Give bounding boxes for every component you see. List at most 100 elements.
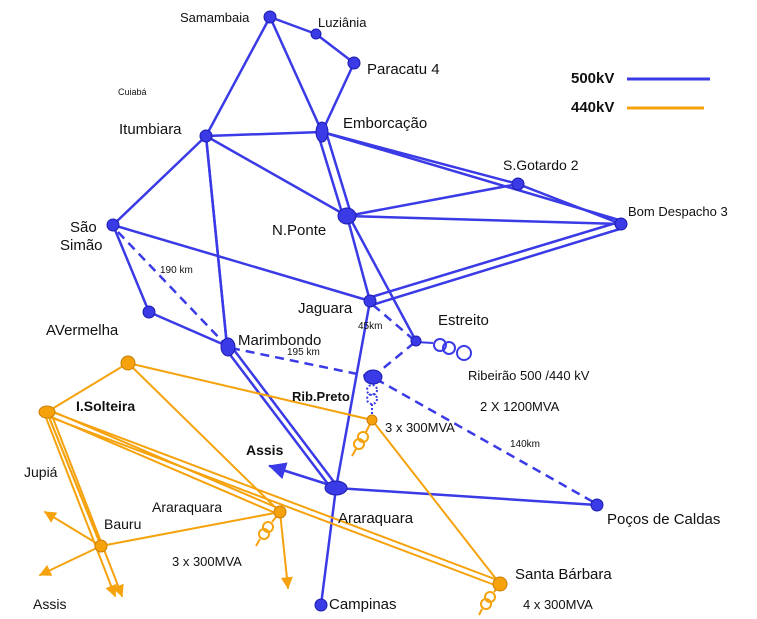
node-araraquara-440[interactable] xyxy=(273,505,287,519)
node-santabarbara[interactable] xyxy=(492,576,508,592)
line-jaguara-araraquara xyxy=(334,299,372,490)
line-avermelha-araraquara440 xyxy=(127,362,281,513)
dashed-ribpreto-pocos xyxy=(375,377,596,505)
line-bauru-jupia-arrow xyxy=(43,511,102,547)
line-itumbiara-saosimao xyxy=(111,134,208,227)
line-avermelha-ribpreto xyxy=(127,362,373,421)
node-isolteira[interactable] xyxy=(38,405,56,419)
legend xyxy=(627,77,710,110)
node-marimbondo[interactable] xyxy=(220,337,236,357)
label-pocos: Poços de Caldas xyxy=(607,511,721,528)
label-cuiaba: Cuiabá xyxy=(118,87,147,97)
label-luziania: Luziânia xyxy=(318,15,367,30)
line-isolteira-south-a xyxy=(44,414,117,598)
line-nponte-bomdespacho xyxy=(345,214,623,226)
line-isolteira-santabarbara-a xyxy=(46,409,501,582)
node-emborcacao[interactable] xyxy=(315,121,329,143)
line-samambaia-emborcacao xyxy=(268,15,324,134)
line-avermelha-marimbondo xyxy=(147,310,229,348)
line-jaguara-bomdespacho-a xyxy=(366,220,621,300)
label-marimbondo: Marimbondo xyxy=(238,332,322,349)
annotation-santabarbara-transformers: 4 x 300MVA xyxy=(523,597,593,612)
line-araraquara-pocos xyxy=(334,486,599,507)
lines-440kv xyxy=(38,362,501,598)
label-ribpreto: Rib.Preto xyxy=(292,389,350,404)
node-bomdespacho[interactable] xyxy=(614,217,628,231)
line-emborcacao-nponte-b xyxy=(324,130,353,216)
label-jupia: Jupiá xyxy=(24,464,58,480)
dashed-saosimao-marimbondo xyxy=(117,231,226,345)
node-paracatu[interactable] xyxy=(347,56,361,70)
line-itumbiara-nponte xyxy=(204,134,349,218)
node-campinas[interactable] xyxy=(314,598,328,612)
label-avermelha: AVermelha xyxy=(46,322,119,339)
transformers-440 xyxy=(255,419,501,616)
transformer-estreito xyxy=(415,338,472,361)
dashed-jaguara-estreito xyxy=(372,304,415,341)
node-pocos[interactable] xyxy=(590,498,604,512)
label-samambaia: Samambaia xyxy=(180,10,250,25)
line-sgotardo-bomdespacho xyxy=(516,182,623,226)
annotation-190km: 190 km xyxy=(160,265,193,276)
line-emborcacao-bomdespacho-a xyxy=(320,130,621,222)
line-jaguara-bomdespacho-b xyxy=(370,226,625,307)
label-estreito: Estreito xyxy=(438,312,489,329)
annotation-195km: 195 km xyxy=(287,347,320,358)
transformer-ribpreto xyxy=(351,419,373,457)
label-sgotardo: S.Gotardo 2 xyxy=(503,157,579,173)
dashed-estreito-ribpreto xyxy=(374,342,415,376)
node-saosimao[interactable] xyxy=(106,218,120,232)
node-jaguara[interactable] xyxy=(363,294,377,308)
transformer-ribpreto-500 xyxy=(366,384,378,414)
line-samambaia-itumbiara xyxy=(204,15,272,138)
nodes-500kv xyxy=(106,10,628,612)
line-isolteira-south-b xyxy=(50,412,124,598)
line-luziania-paracatu xyxy=(314,32,356,65)
node-nponte[interactable] xyxy=(337,207,357,225)
annotation-140km: 140km xyxy=(510,439,541,450)
line-marimbondo-araraquara-b xyxy=(229,344,339,488)
node-samambaia[interactable] xyxy=(263,10,277,24)
line-avermelha-isolteira xyxy=(46,362,129,413)
line-araraquara-assis-arrow xyxy=(268,462,335,488)
label-jaguara: Jaguara xyxy=(298,300,353,317)
label-emborcacao: Emborcação xyxy=(343,115,428,132)
line-araraquara440-down xyxy=(279,511,293,590)
label-bauru: Bauru xyxy=(104,516,142,532)
line-samambaia-luziania xyxy=(268,15,318,36)
label-assis-arrow: Assis xyxy=(246,442,284,458)
node-estreito[interactable] xyxy=(410,335,422,347)
node-luziania[interactable] xyxy=(310,28,322,40)
line-bauru-assis-arrow xyxy=(38,545,102,576)
line-marimbondo-araraquara-a xyxy=(223,346,333,490)
label-campinas: Campinas xyxy=(329,596,397,613)
node-ribpreto-440[interactable] xyxy=(366,414,378,426)
line-itumbiara-marimbondo-b xyxy=(204,134,229,348)
line-paracatu-emborcacao xyxy=(320,61,356,134)
line-nponte-sgotardo xyxy=(345,182,520,218)
annotation-araraquara-transformers: 3 x 300MVA xyxy=(172,554,242,569)
line-emborcacao-nponte-a xyxy=(316,132,345,218)
label-araraquara-440: Araraquara xyxy=(152,499,223,515)
transformer-araraquara440 xyxy=(255,511,281,547)
node-sgotardo[interactable] xyxy=(511,177,525,191)
label-itumbiara: Itumbiara xyxy=(119,121,182,138)
node-itumbiara[interactable] xyxy=(199,129,213,143)
line-saosimao-jaguara xyxy=(111,223,372,303)
node-bauru[interactable] xyxy=(94,539,108,553)
line-nponte-estreito xyxy=(348,216,418,343)
label-bomdespacho: Bom Despacho 3 xyxy=(628,204,728,219)
transformers-500 xyxy=(366,338,472,414)
label-nponte: N.Ponte xyxy=(272,222,327,239)
node-ribpreto[interactable] xyxy=(363,369,383,385)
node-araraquara-500[interactable] xyxy=(324,480,348,496)
node-avermelha-500[interactable] xyxy=(142,305,156,319)
label-paracatu: Paracatu 4 xyxy=(367,61,440,78)
line-bauru-araraquara440 xyxy=(100,511,281,547)
legend-500kv-label: 500kV xyxy=(571,70,615,87)
node-avermelha-440[interactable] xyxy=(120,355,136,371)
label-ribeirao: Ribeirão 500 /440 kV xyxy=(468,368,590,383)
legend-440kv-label: 440kV xyxy=(571,99,615,116)
label-isolteira: I.Solteira xyxy=(76,398,136,414)
